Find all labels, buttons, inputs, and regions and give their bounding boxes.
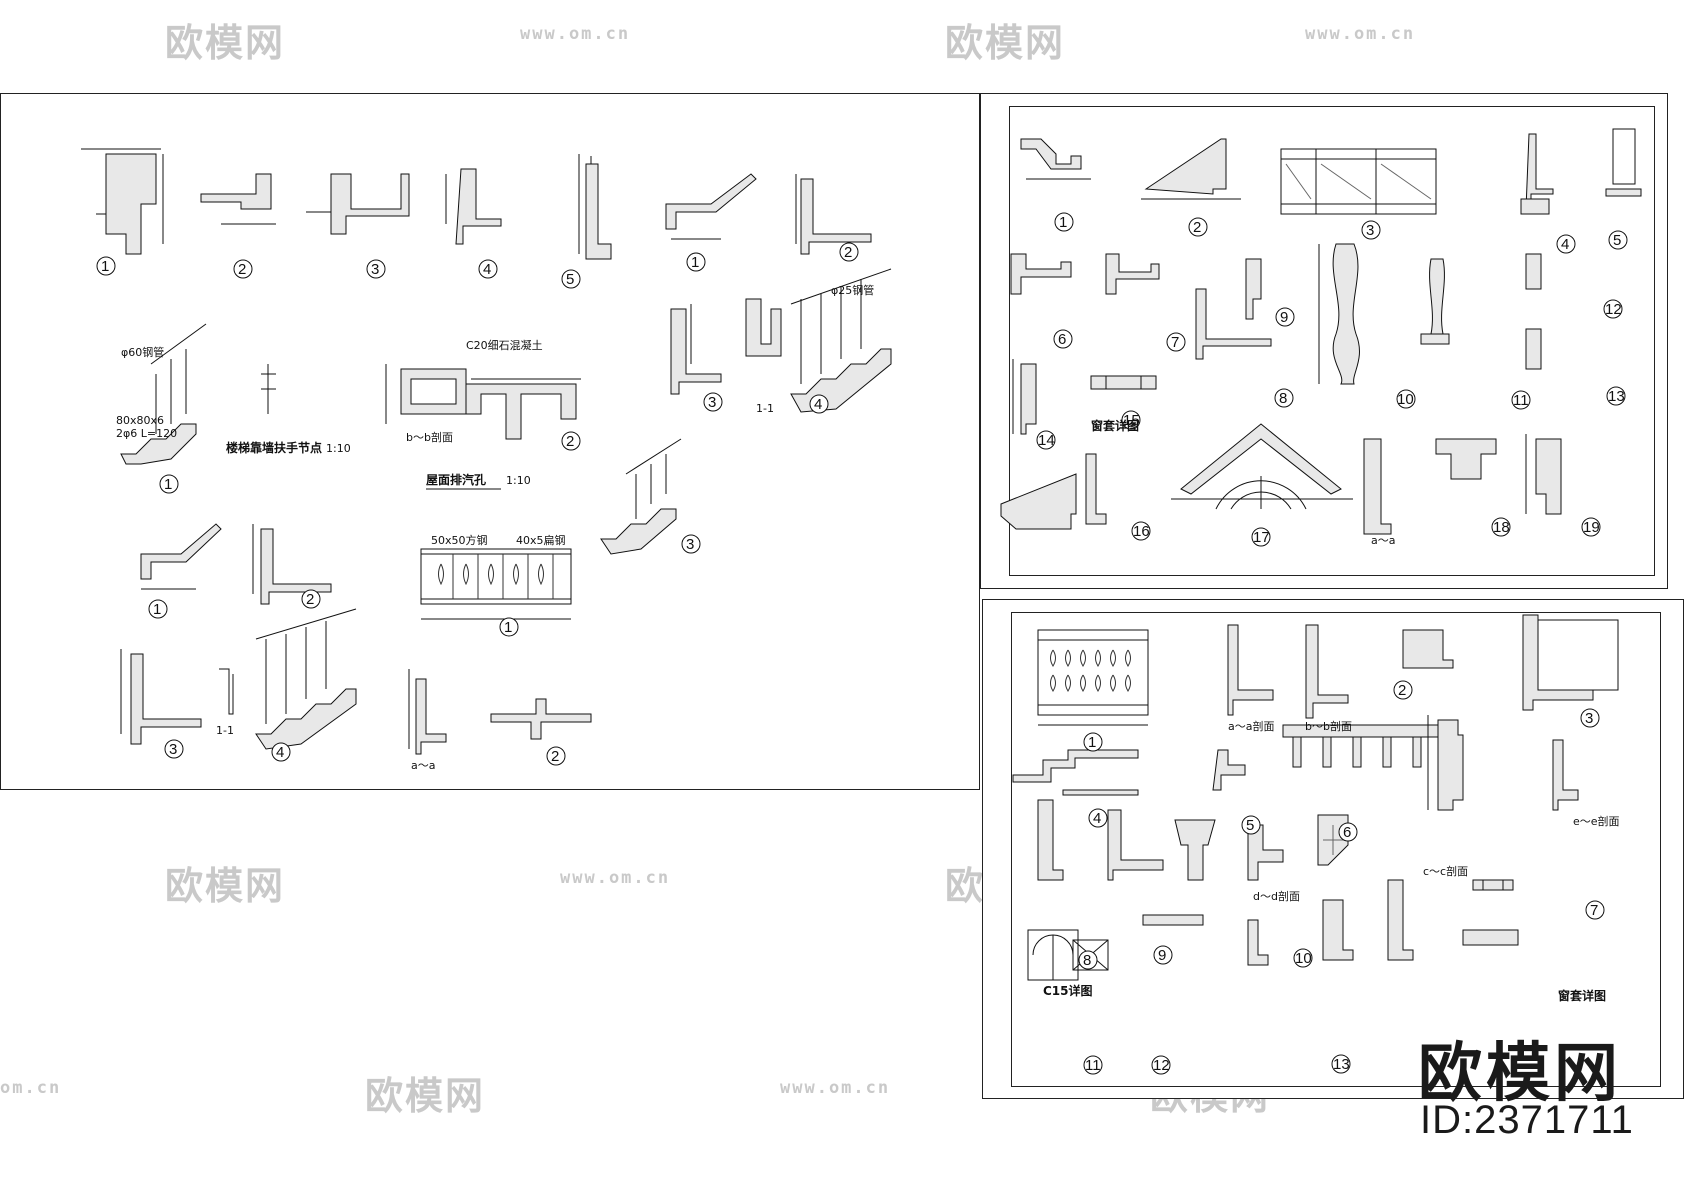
label-section-aa: a～a (1371, 534, 1395, 547)
detail-number: 10 (1295, 950, 1312, 967)
label-section-e: e～e剖面 (1573, 814, 1620, 828)
detail-number: 5 (566, 271, 574, 288)
detail-number: 1 (504, 619, 512, 636)
detail-number: 15 (1123, 412, 1140, 429)
label-section-11: 1-1 (216, 724, 234, 737)
label-square-tube: 50x50方钢 (431, 533, 488, 547)
detail-number: 3 (169, 741, 177, 758)
label-section-b: b～b剖面 (406, 430, 453, 444)
brand-logo: 欧模网 (1418, 1037, 1622, 1111)
title-railing-scale: 1:10 (326, 442, 351, 455)
watermark-url: www.om.cn (520, 24, 631, 44)
drawing-frame (1011, 612, 1661, 1087)
watermark-brand: 欧模网 (165, 21, 286, 65)
detail-number: 3 (1585, 710, 1593, 727)
detail-number: 3 (371, 261, 379, 278)
right-top-drawing: 1 2 3 4 5 6 7 9 8 10 11 12 13 14 15 16 1… (1000, 128, 1642, 547)
detail-number: 8 (1083, 952, 1091, 969)
drawing-sheet-left: 1 2 3 4 5 1 2 1 2 3 4 3 1 2 1 3 4 2 楼梯靠墙… (0, 93, 980, 790)
title-vent: 屋面排汽孔 (426, 472, 486, 487)
detail-number: 2 (566, 433, 574, 450)
detail-number: 4 (1093, 810, 1101, 827)
label-section-11: 1-1 (756, 402, 774, 415)
detail-number: 19 (1583, 519, 1600, 536)
detail-number: 12 (1605, 301, 1622, 318)
watermark-brand: 欧模网 (165, 864, 286, 908)
detail-number: 13 (1608, 388, 1625, 405)
title-vent-scale: 1:10 (506, 474, 531, 487)
watermark-brand: 欧模网 (365, 1074, 486, 1118)
detail-number: 3 (1366, 222, 1374, 239)
detail-number: 4 (814, 396, 822, 413)
detail-number: 9 (1158, 947, 1166, 964)
label-flat-bar: 80x80x6 (116, 414, 164, 427)
title-railing-node: 楼梯靠墙扶手节点 (226, 440, 322, 455)
label-section-a: a～a (411, 759, 435, 772)
detail-number: 12 (1153, 1057, 1170, 1074)
label-section-b: b～b剖面 (1305, 719, 1352, 733)
detail-number: 13 (1333, 1056, 1350, 1073)
drawing-sheet-right-bottom: 1 2 3 4 5 6 7 8 9 10 11 12 13 a～a剖面 b～b剖… (982, 599, 1684, 1099)
detail-number: 6 (1058, 331, 1066, 348)
detail-number: 1 (164, 476, 172, 493)
detail-number: 1 (153, 601, 161, 618)
detail-number: 3 (708, 394, 716, 411)
detail-number: 9 (1280, 309, 1288, 326)
label-section-c: c～c剖面 (1423, 864, 1468, 878)
detail-number: 6 (1343, 824, 1351, 841)
label-plate: 2φ6 L=120 (116, 427, 177, 440)
detail-number: 1 (1059, 214, 1067, 231)
label-window-detail: 窗套详图 (1558, 988, 1606, 1003)
watermark-url: www.om.cn (780, 1078, 891, 1098)
detail-number: 1 (101, 258, 109, 275)
detail-number: 4 (483, 261, 491, 278)
label-section-a: a～a剖面 (1228, 719, 1274, 733)
label-section-d: d～d剖面 (1253, 889, 1300, 903)
detail-number: 16 (1133, 523, 1150, 540)
label-railing-bar: φ60钢管 (121, 345, 164, 359)
detail-number: 2 (306, 591, 314, 608)
detail-number: 18 (1493, 519, 1510, 536)
label-steel-bar: φ25钢管 (831, 283, 874, 297)
detail-number: 11 (1085, 1057, 1101, 1074)
detail-number: 10 (1397, 391, 1414, 408)
watermark-url: om.cn (0, 1078, 62, 1098)
detail-number: 2 (1193, 219, 1201, 236)
detail-number: 7 (1171, 334, 1179, 351)
detail-number: 2 (844, 244, 852, 261)
left-sheet-drawing: 1 2 3 4 5 1 2 1 2 3 4 3 1 2 1 3 4 2 楼梯靠墙… (81, 148, 892, 772)
detail-number: 8 (1279, 390, 1287, 407)
detail-number: 2 (551, 748, 559, 765)
detail-number: 2 (1398, 682, 1406, 699)
watermark-url: www.om.cn (1305, 24, 1416, 44)
detail-number: 5 (1246, 817, 1254, 834)
label-flat-steel: 40x5扁钢 (516, 534, 566, 547)
detail-number: 1 (1088, 734, 1096, 751)
drawing-sheet-right-top: 1 2 3 4 5 6 7 9 8 10 11 12 13 14 15 16 1… (980, 93, 1668, 589)
detail-number: 17 (1253, 529, 1270, 546)
detail-number: 14 (1038, 432, 1055, 449)
brand-id: ID:2371711 (1420, 1098, 1634, 1142)
detail-number: 3 (686, 536, 694, 553)
detail-number: 2 (238, 261, 246, 278)
watermark-brand: 欧模网 (945, 21, 1066, 65)
label-concrete: C20细石混凝土 (466, 338, 543, 352)
detail-number: 7 (1590, 902, 1598, 919)
label-c15: C15详图 (1043, 983, 1093, 998)
detail-number: 4 (1561, 236, 1569, 253)
detail-number: 4 (276, 744, 284, 761)
detail-number: 1 (691, 254, 699, 271)
label-window-plan: 窗套详图 (1091, 418, 1139, 433)
right-bottom-drawing: 1 2 3 4 5 6 7 8 9 10 11 12 13 a～a剖面 b～b剖… (1012, 614, 1620, 1075)
detail-number: 5 (1613, 232, 1621, 249)
drawing-frame (1009, 106, 1655, 576)
watermark-url: www.om.cn (560, 868, 671, 888)
detail-number: 11 (1513, 392, 1529, 409)
